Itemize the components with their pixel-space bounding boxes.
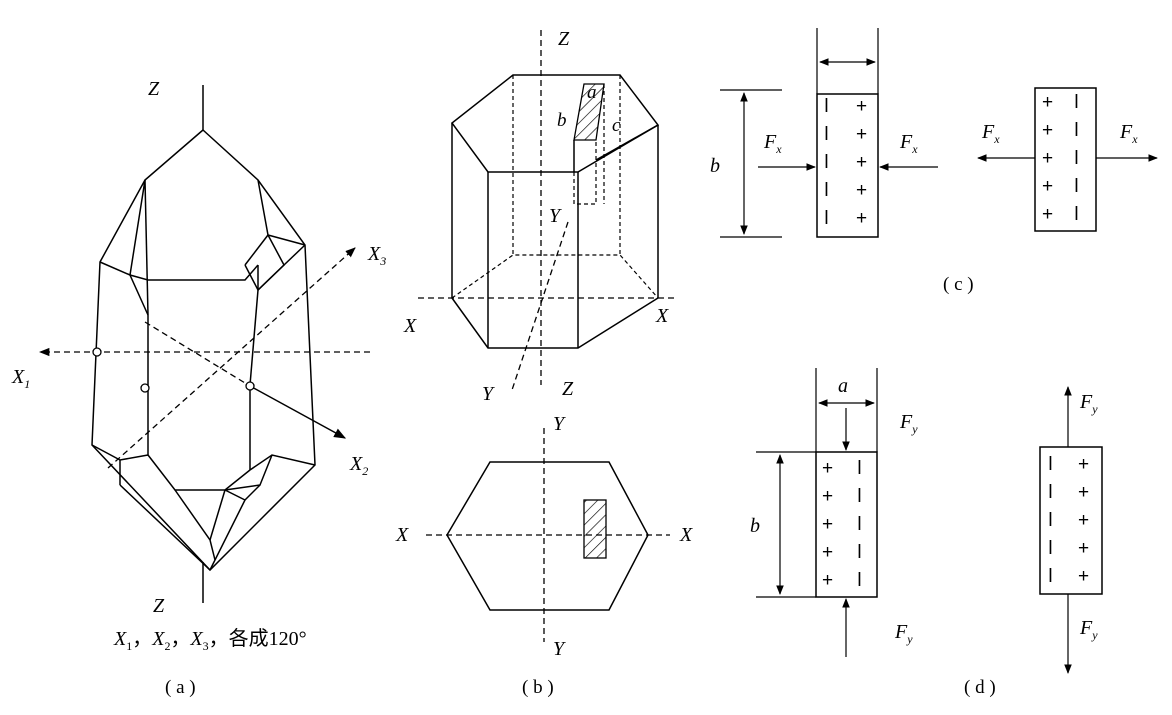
x2-axis-label: X2 bbox=[349, 453, 368, 478]
slice-label-a: a bbox=[587, 82, 597, 103]
svg-text:ǀ: ǀ bbox=[1048, 538, 1053, 559]
svg-text:+: + bbox=[822, 458, 833, 479]
charge-column-right-d2: + + + + + bbox=[1078, 454, 1089, 587]
svg-text:ǀ: ǀ bbox=[824, 152, 829, 173]
z-axis-label-top: Z bbox=[148, 78, 160, 100]
panel-d-y-force: a b + + + + + ǀ ǀ ǀ ǀ ǀ Fy Fy ǀ ǀ bbox=[750, 368, 1103, 698]
svg-text:ǀ: ǀ bbox=[1074, 148, 1079, 169]
charge-column-left-d2: ǀ ǀ ǀ ǀ ǀ bbox=[1048, 454, 1053, 587]
panel-b-prism: Z Z X X Y Y a b c Y bbox=[395, 28, 693, 698]
panel-c-label: ( c ) bbox=[943, 274, 974, 295]
svg-text:+: + bbox=[822, 514, 833, 535]
svg-text:ǀ: ǀ bbox=[1074, 92, 1079, 113]
panel-c-x-force: b ǀ ǀ ǀ ǀ ǀ + + + + + Fx Fx + + + + + bbox=[710, 28, 1158, 295]
svg-text:+: + bbox=[1042, 120, 1053, 141]
dimension-a-d: a bbox=[838, 375, 848, 397]
svg-text:ǀ: ǀ bbox=[1074, 204, 1079, 225]
svg-text:+: + bbox=[822, 570, 833, 591]
charge-column-left-d: + + + + + bbox=[822, 458, 833, 591]
panel-b-label: ( b ) bbox=[522, 677, 554, 698]
svg-text:ǀ: ǀ bbox=[1048, 454, 1053, 475]
y-axis-label-bottom-section: Y bbox=[553, 638, 566, 660]
svg-text:ǀ: ǀ bbox=[824, 124, 829, 145]
svg-text:+: + bbox=[1042, 148, 1053, 169]
svg-text:+: + bbox=[1078, 510, 1089, 531]
svg-text:ǀ: ǀ bbox=[857, 542, 862, 563]
svg-text:+: + bbox=[1042, 176, 1053, 197]
force-fx-left: Fx bbox=[763, 131, 782, 156]
force-fx-tension-right: Fx bbox=[1119, 121, 1138, 146]
slice-label-b: b bbox=[557, 110, 567, 131]
svg-text:ǀ: ǀ bbox=[824, 208, 829, 229]
y-axis-label-top-section: Y bbox=[553, 413, 566, 435]
svg-text:ǀ: ǀ bbox=[1048, 482, 1053, 503]
svg-text:+: + bbox=[856, 96, 867, 117]
dimension-b-d: b bbox=[750, 515, 760, 537]
force-fx-tension-left: Fx bbox=[981, 121, 1000, 146]
x-axis-label-left-section: X bbox=[395, 524, 409, 546]
svg-text:ǀ: ǀ bbox=[857, 570, 862, 591]
y-axis-label-inner-b: Y bbox=[549, 205, 562, 227]
svg-text:ǀ: ǀ bbox=[1074, 176, 1079, 197]
svg-text:+: + bbox=[856, 208, 867, 229]
y-axis-label-bottom-b: Y bbox=[482, 383, 495, 405]
svg-text:ǀ: ǀ bbox=[1074, 120, 1079, 141]
x-axis-label-left-b: X bbox=[403, 315, 417, 337]
svg-text:ǀ: ǀ bbox=[824, 96, 829, 117]
caption-a-angles: X1，X2，X3，各成120° bbox=[113, 627, 307, 653]
force-fy-bottom: Fy bbox=[894, 621, 913, 646]
dimension-b-c: b bbox=[710, 155, 720, 177]
svg-text:+: + bbox=[856, 124, 867, 145]
svg-text:+: + bbox=[1078, 454, 1089, 475]
x-axis-label-right-b: X bbox=[655, 305, 669, 327]
z-axis-label-bottom-b: Z bbox=[562, 378, 574, 400]
svg-text:+: + bbox=[822, 542, 833, 563]
svg-text:ǀ: ǀ bbox=[857, 458, 862, 479]
force-fy-tension-top: Fy bbox=[1079, 391, 1098, 416]
svg-text:ǀ: ǀ bbox=[857, 486, 862, 507]
svg-text:+: + bbox=[1078, 566, 1089, 587]
charge-column-right-d: ǀ ǀ ǀ ǀ ǀ bbox=[857, 458, 862, 591]
charge-column-left-c: ǀ ǀ ǀ ǀ ǀ bbox=[824, 96, 829, 229]
x3-axis-label: X3 bbox=[367, 243, 386, 268]
svg-text:ǀ: ǀ bbox=[824, 180, 829, 201]
svg-text:ǀ: ǀ bbox=[1048, 566, 1053, 587]
charge-column-right-c: + + + + + bbox=[856, 96, 867, 229]
charge-column-right-c2: ǀ ǀ ǀ ǀ ǀ bbox=[1074, 92, 1079, 225]
panel-a-crystal: Z Z X1 X3 bbox=[11, 78, 386, 698]
charge-column-left-c2: + + + + + bbox=[1042, 92, 1053, 225]
z-axis-label-top-b: Z bbox=[558, 28, 570, 50]
slice-label-c: c bbox=[612, 115, 621, 136]
panel-d-label: ( d ) bbox=[964, 677, 996, 698]
svg-text:+: + bbox=[1078, 538, 1089, 559]
panel-a-label: ( a ) bbox=[165, 677, 196, 698]
force-fy-top: Fy bbox=[899, 411, 918, 436]
svg-text:+: + bbox=[1042, 92, 1053, 113]
svg-text:+: + bbox=[1078, 482, 1089, 503]
svg-text:+: + bbox=[1042, 204, 1053, 225]
svg-text:+: + bbox=[856, 180, 867, 201]
force-fx-right: Fx bbox=[899, 131, 918, 156]
svg-text:+: + bbox=[822, 486, 833, 507]
x-axis-label-right-section: X bbox=[679, 524, 693, 546]
x1-axis-label: X1 bbox=[11, 366, 30, 391]
svg-text:ǀ: ǀ bbox=[857, 514, 862, 535]
svg-text:+: + bbox=[856, 152, 867, 173]
force-fy-tension-bottom: Fy bbox=[1079, 617, 1098, 642]
z-axis-label-bottom: Z bbox=[153, 595, 165, 617]
svg-text:ǀ: ǀ bbox=[1048, 510, 1053, 531]
